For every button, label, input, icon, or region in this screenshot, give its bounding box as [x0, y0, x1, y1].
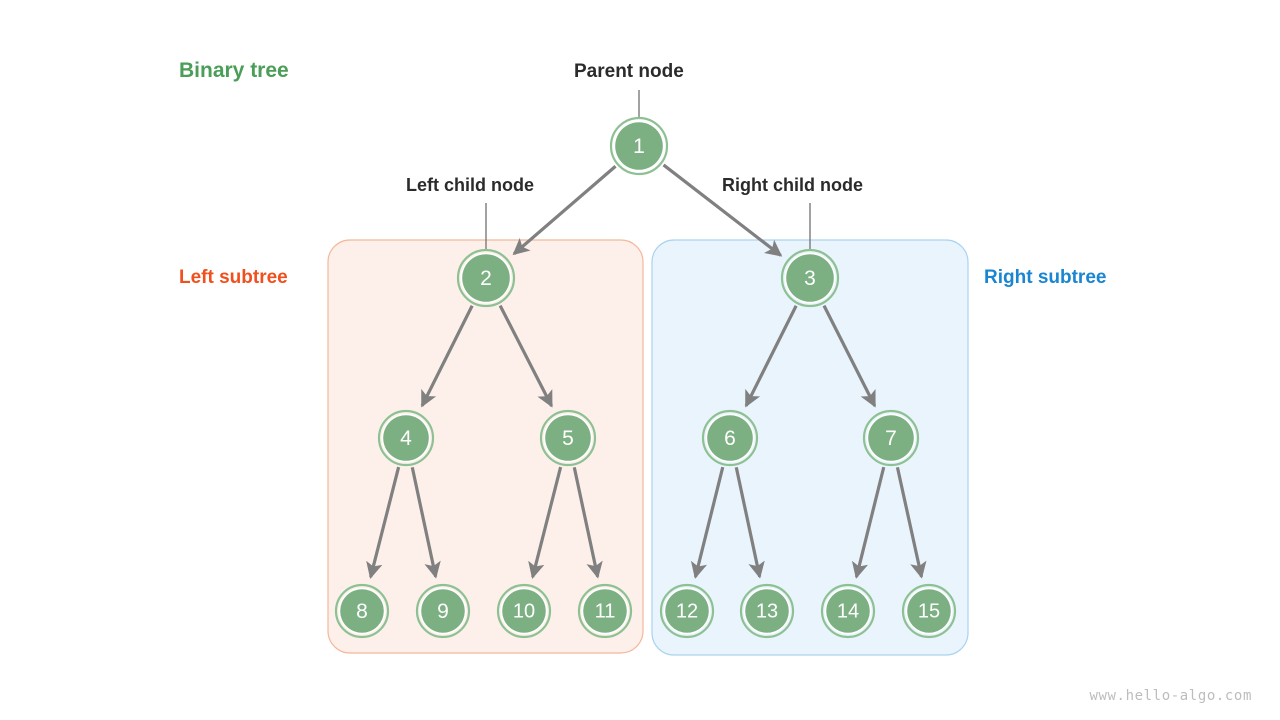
- tree-node-value: 12: [676, 601, 698, 623]
- tree-node-7[interactable]: 7: [862, 409, 920, 467]
- tree-edge-n3-n6: [744, 305, 798, 408]
- tree-node-value: 3: [804, 267, 816, 290]
- tree-node-value: 1: [633, 135, 645, 158]
- tree-edge-n2-n5: [498, 304, 554, 408]
- tree-node-9[interactable]: 9: [415, 583, 471, 639]
- tree-node-value: 8: [356, 600, 368, 623]
- tree-edge-n5-n11: [572, 467, 603, 579]
- tree-edge-n4-n9: [410, 467, 441, 579]
- tree-node-value: 15: [918, 601, 940, 623]
- tree-node-12[interactable]: 12: [659, 583, 715, 639]
- annotation-left-child-node: Left child node: [406, 175, 534, 195]
- tree-node-4[interactable]: 4: [377, 409, 435, 467]
- annotation-right-subtree: Right subtree: [984, 267, 1107, 288]
- tree-edges: [366, 163, 927, 579]
- annotation-pointers: [485, 90, 811, 249]
- tree-edge-n6-n13: [734, 467, 765, 579]
- annotation-parent-node: Parent node: [574, 61, 684, 82]
- tree-node-value: 5: [562, 427, 574, 450]
- tree-edge-n1-n2: [512, 165, 617, 256]
- tree-node-14[interactable]: 14: [820, 583, 876, 639]
- tree-node-5[interactable]: 5: [539, 409, 597, 467]
- tree-edge-n1-n3: [662, 163, 783, 257]
- tree-node-11[interactable]: 11: [577, 583, 633, 639]
- tree-node-2[interactable]: 2: [456, 248, 516, 308]
- tree-node-8[interactable]: 8: [334, 583, 390, 639]
- tree-edge-n2-n4: [420, 305, 474, 408]
- tree-node-1[interactable]: 1: [609, 116, 669, 176]
- tree-node-value: 10: [513, 601, 535, 623]
- tree-edge-n4-n8: [366, 466, 401, 579]
- tree-node-13[interactable]: 13: [739, 583, 795, 639]
- tree-node-value: 11: [595, 601, 616, 623]
- tree-node-value: 13: [756, 601, 778, 623]
- tree-edge-n5-n10: [528, 466, 563, 579]
- tree-node-value: 7: [885, 427, 897, 450]
- tree-node-value: 6: [724, 427, 736, 450]
- tree-node-value: 9: [437, 600, 449, 623]
- site-watermark: www.hello-algo.com: [1089, 688, 1252, 704]
- tree-edge-n3-n7: [822, 304, 877, 408]
- tree-node-value: 2: [480, 267, 492, 290]
- tree-node-6[interactable]: 6: [701, 409, 759, 467]
- tree-edge-n7-n15: [895, 466, 927, 579]
- page-title: Binary tree: [179, 59, 289, 82]
- tree-edge-n6-n12: [690, 466, 725, 579]
- annotation-left-subtree: Left subtree: [179, 267, 288, 288]
- tree-node-value: 4: [400, 427, 412, 450]
- tree-node-value: 14: [837, 601, 859, 623]
- tree-node-10[interactable]: 10: [496, 583, 552, 639]
- tree-node-15[interactable]: 15: [901, 583, 957, 639]
- annotation-right-child-node: Right child node: [722, 175, 863, 195]
- tree-edge-n7-n14: [851, 466, 886, 579]
- tree-node-3[interactable]: 3: [780, 248, 840, 308]
